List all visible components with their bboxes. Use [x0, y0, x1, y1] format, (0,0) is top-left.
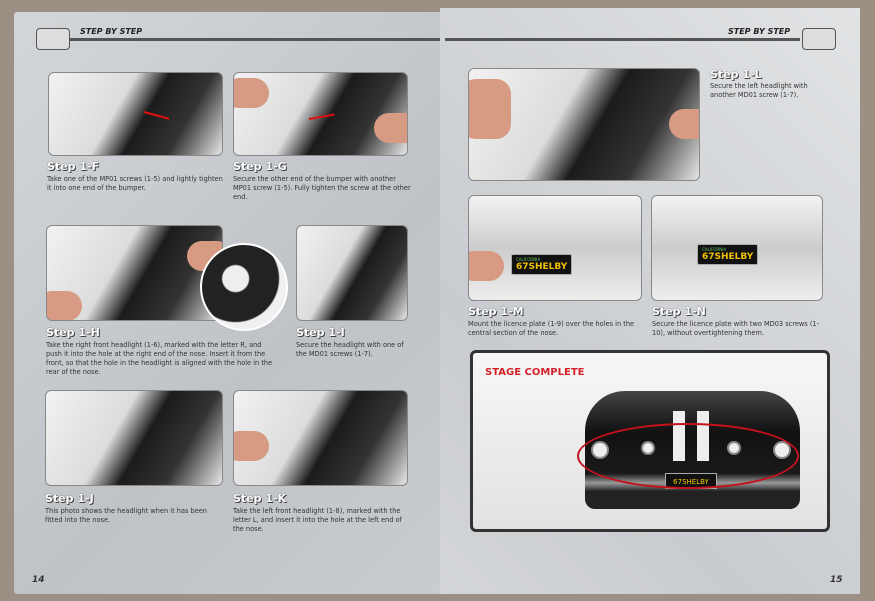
photo-inset-headlight [200, 243, 288, 331]
photo-step-1k [233, 390, 408, 486]
step-text: Take the left front headlight (1-8), mar… [233, 507, 402, 533]
step-text: Secure the left headlight with another M… [710, 82, 808, 99]
step-text: Secure the licence plate with two MD03 s… [652, 320, 819, 337]
step-label: Step 1-N [652, 305, 706, 318]
step-label: Step 1-K [233, 492, 287, 505]
step-text: This photo shows the headlight when it h… [45, 507, 207, 524]
photo-step-1i [296, 225, 408, 321]
car-logo-icon-right [802, 28, 836, 50]
stage-complete-panel: STAGE COMPLETE 67SHELBY [470, 350, 830, 532]
page-number-left: 14 [32, 575, 45, 585]
step-text: Take one of the MP01 screws (1-5) and li… [47, 175, 223, 192]
step-text: Secure the other end of the bumper with … [233, 175, 411, 201]
car-logo-icon-left [36, 28, 70, 50]
step-label: Step 1-I [296, 326, 345, 339]
header-title-right: STEP BY STEP [728, 27, 791, 36]
stage-complete-title: STAGE COMPLETE [485, 367, 585, 378]
header-stripe-left [70, 38, 440, 41]
step-text: Mount the licence plate (1-9) over the h… [468, 320, 635, 337]
header-stripe-right [445, 38, 800, 41]
step-text: Take the right front headlight (1-6), ma… [46, 341, 273, 376]
photo-step-1h [46, 225, 223, 321]
step-label: Step 1-M [468, 305, 524, 318]
step-text: Secure the headlight with one of the MD0… [296, 341, 404, 358]
photo-step-1j [45, 390, 223, 486]
page-number-right: 15 [830, 575, 843, 585]
highlight-ellipse [577, 423, 799, 489]
header-title-left: STEP BY STEP [80, 27, 143, 36]
step-label: Step 1-J [45, 492, 94, 505]
photo-step-1f [48, 72, 223, 156]
photo-step-1l [468, 68, 700, 181]
photo-step-1g [233, 72, 408, 156]
step-label: Step 1-G [233, 160, 287, 173]
step-label: Step 1-L [710, 68, 762, 81]
step-label: Step 1-H [46, 326, 100, 339]
step-label: Step 1-F [47, 160, 100, 173]
